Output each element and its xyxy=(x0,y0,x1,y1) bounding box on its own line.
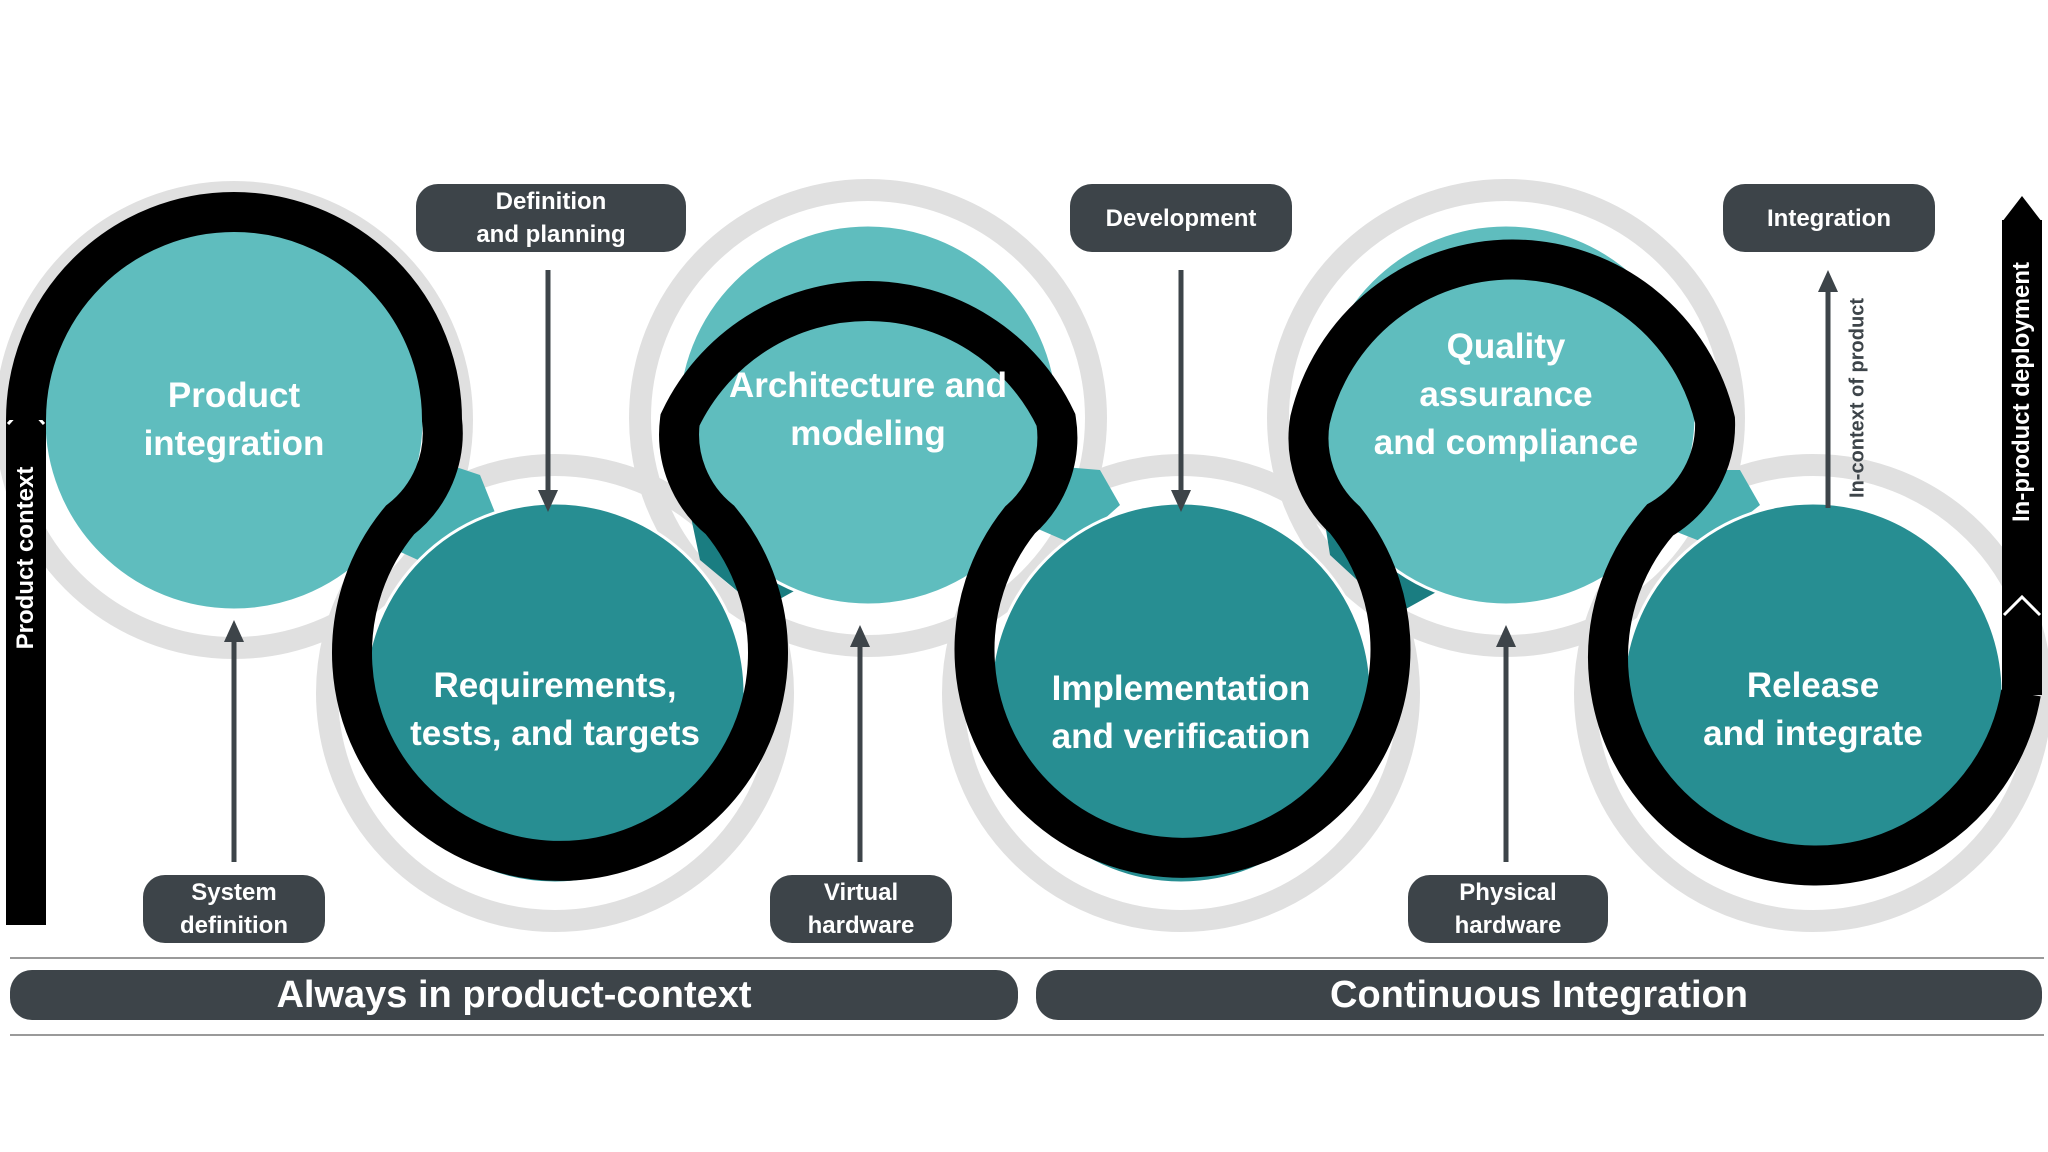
tag-physical-hardware: Physical hardware xyxy=(1408,875,1608,943)
label-in-product-deployment: In-product deployment xyxy=(2008,262,2035,522)
circle-label-quality: Quality assurance and compliance xyxy=(1373,327,1639,462)
arrow-system-definition-head xyxy=(224,620,244,642)
tag-system-definition: System definition xyxy=(143,875,325,943)
teal-circles xyxy=(42,223,2005,885)
arrow-physical-hardware-head xyxy=(1496,625,1516,647)
circle-label-release: Release and integrate xyxy=(1703,666,1923,753)
bottom-divider xyxy=(10,1034,2044,1036)
black-flow-path xyxy=(6,192,2042,925)
tag-definition-planning: Definition and planning xyxy=(416,184,686,252)
arrow-definition-planning-head xyxy=(538,490,558,512)
arrow-development-head xyxy=(1171,490,1191,512)
circle-label-implementation: Implementation and verification xyxy=(1051,669,1311,756)
right-vertical-bar xyxy=(2002,220,2042,695)
tag-integration: Integration xyxy=(1723,184,1935,252)
right-arrow-chevron xyxy=(2002,594,2042,617)
arrow-virtual-hardware-head xyxy=(850,625,870,647)
tag-development: Development xyxy=(1070,184,1292,252)
tag-virtual-hardware: Virtual hardware xyxy=(770,875,952,943)
top-divider xyxy=(10,957,2044,959)
bar-always-in-product-context: Always in product-context xyxy=(10,970,1018,1020)
circle-label-requirements: Requirements, tests, and targets xyxy=(410,666,700,753)
bar-continuous-integration: Continuous Integration xyxy=(1036,970,2042,1020)
arrows xyxy=(224,270,1838,862)
label-product-context: Product context xyxy=(12,466,39,650)
left-vertical-bar xyxy=(6,420,46,925)
circle-label-architecture: Architecture and modeling xyxy=(728,366,1008,453)
serpentine-curve xyxy=(6,192,2041,886)
circle-label-product-integration: Product integration xyxy=(143,376,325,463)
label-in-context-of-product: In-context of product xyxy=(1846,298,1869,498)
right-arrowhead xyxy=(2002,196,2042,222)
arrow-integration-head xyxy=(1818,270,1838,292)
